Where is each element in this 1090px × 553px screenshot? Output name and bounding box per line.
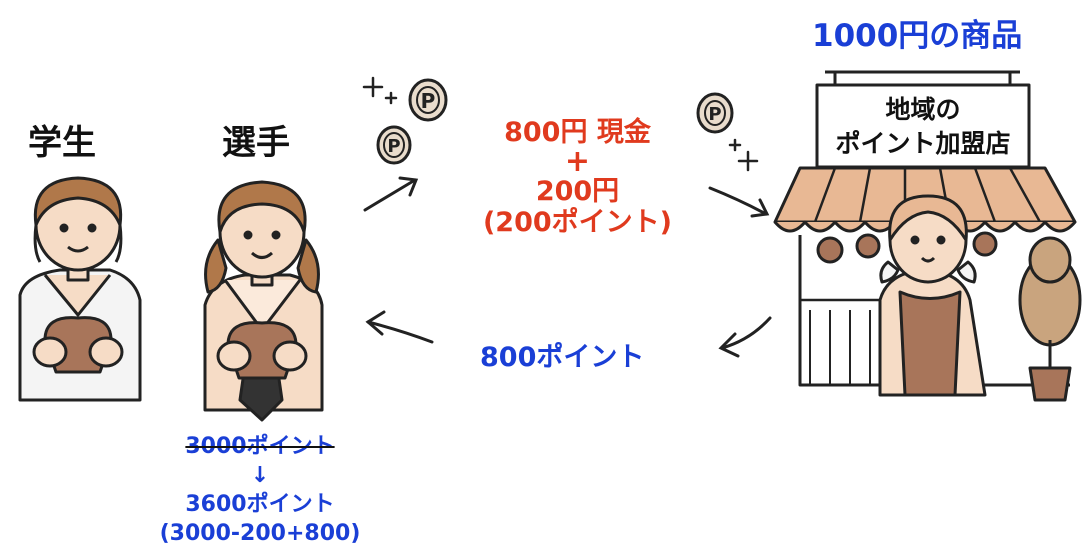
- sparkle-icon: [362, 76, 398, 105]
- payment-points-yen: 200円: [535, 176, 620, 207]
- balance-after: 3600ポイント: [185, 492, 335, 517]
- coin-symbol: P: [421, 89, 436, 113]
- coin-symbol: P: [387, 136, 400, 157]
- balance-block: 3000ポイント ↓ 3600ポイント (3000-200+800): [140, 432, 380, 548]
- coin-symbol: P: [708, 104, 721, 125]
- arrow-left-icon: [365, 310, 434, 344]
- store-sign-line1: 地域の: [885, 95, 960, 124]
- returned-points: 800ポイント: [480, 342, 645, 373]
- payment-points-detail: (200ポイント): [482, 207, 673, 238]
- athlete-label: 選手: [222, 123, 290, 163]
- coin-icon: [376, 125, 412, 165]
- athlete-figure: [203, 180, 324, 422]
- balance-before: 3000ポイント: [185, 434, 335, 459]
- student-figure: [18, 176, 142, 402]
- arrow-left-icon: [718, 316, 772, 358]
- arrow-right-icon: [708, 186, 770, 218]
- arrow-right-icon: [363, 176, 419, 212]
- student-label: 学生: [28, 123, 96, 163]
- payment-block: 800円 現金 + 200円 (200ポイント): [455, 117, 700, 238]
- store-illustration: [773, 70, 1082, 402]
- coin-icon: [408, 78, 448, 122]
- sparkle-icon: [728, 138, 759, 172]
- coin-icon: [696, 92, 734, 134]
- product-title: 1000円の商品: [812, 18, 1023, 54]
- payment-plus: +: [564, 144, 591, 179]
- payment-cash: 800円 現金: [504, 117, 651, 148]
- store-sign-line2: ポイント加盟店: [835, 129, 1010, 158]
- balance-arrow: ↓: [250, 463, 270, 488]
- balance-formula: (3000-200+800): [159, 521, 361, 546]
